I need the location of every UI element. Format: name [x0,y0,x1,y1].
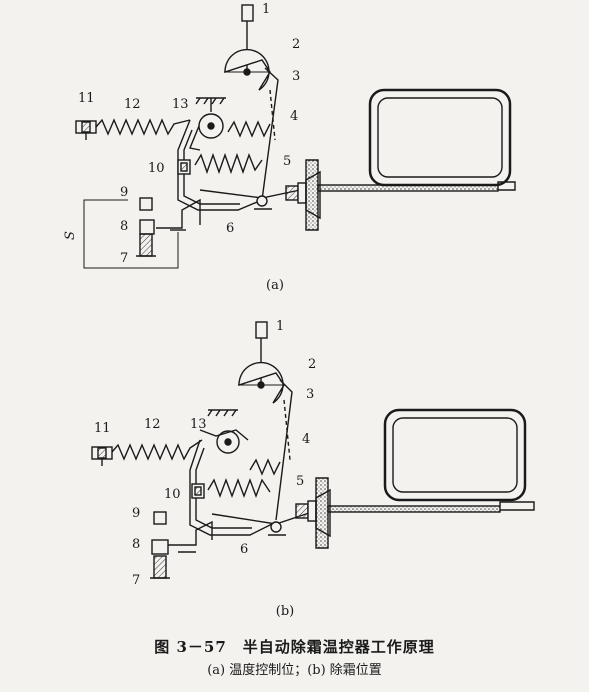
label-b-3: 3 [306,387,314,402]
dimension-s-label: S [63,231,78,240]
knob-1-b [255,321,268,339]
panel-b-mechanism [91,321,535,579]
label-a-1: 1 [262,2,270,17]
label-a-8: 8 [120,219,128,234]
label-b-6: 6 [240,542,248,557]
panel-a-mechanism [75,4,516,269]
contact-9-b [153,511,167,525]
sensor-bulb-a [305,159,319,231]
label-a-6: 6 [226,221,234,236]
label-b-1: 1 [276,319,284,334]
label-b-4: 4 [302,432,310,447]
cam-2-a [224,48,271,91]
figure-subcaption: (a) 温度控制位；(b) 除霜位置 [207,663,382,678]
label-a-9: 9 [120,185,128,200]
label-b-10: 10 [164,487,181,502]
panel-a-part-labels: 1 2 3 4 5 6 7 8 9 10 11 12 13 S [63,2,300,266]
label-a-12: 12 [124,97,141,112]
label-b-9: 9 [132,506,140,521]
label-b-11: 11 [94,421,111,436]
contact-8-a [139,219,155,235]
label-a-2: 2 [292,37,300,52]
label-a-10: 10 [148,161,165,176]
panel-a-label: (a) [266,278,284,293]
label-a-4: 4 [290,109,298,124]
panel-b-part-labels: 1 2 3 4 5 6 7 8 9 10 11 12 13 [94,319,316,588]
label-a-3: 3 [292,69,300,84]
label-a-11: 11 [78,91,95,106]
label-b-12: 12 [144,417,161,432]
contact-9-a [139,197,153,211]
label-b-7: 7 [132,573,140,588]
label-b-8: 8 [132,537,140,552]
label-a-13: 13 [172,97,189,112]
label-b-2: 2 [308,357,316,372]
label-b-5: 5 [296,474,304,489]
contact-8-b [151,539,169,555]
label-a-5: 5 [283,154,291,169]
figure-caption: 图 3－57 半自动除霜温控器工作原理 [154,638,435,656]
label-b-13: 13 [190,417,207,432]
label-a-7: 7 [120,251,128,266]
cam-2-b [238,361,285,404]
sensor-bulb-b [315,477,329,549]
panel-b-label: (b) [275,604,295,619]
knob-1-a [241,4,254,22]
